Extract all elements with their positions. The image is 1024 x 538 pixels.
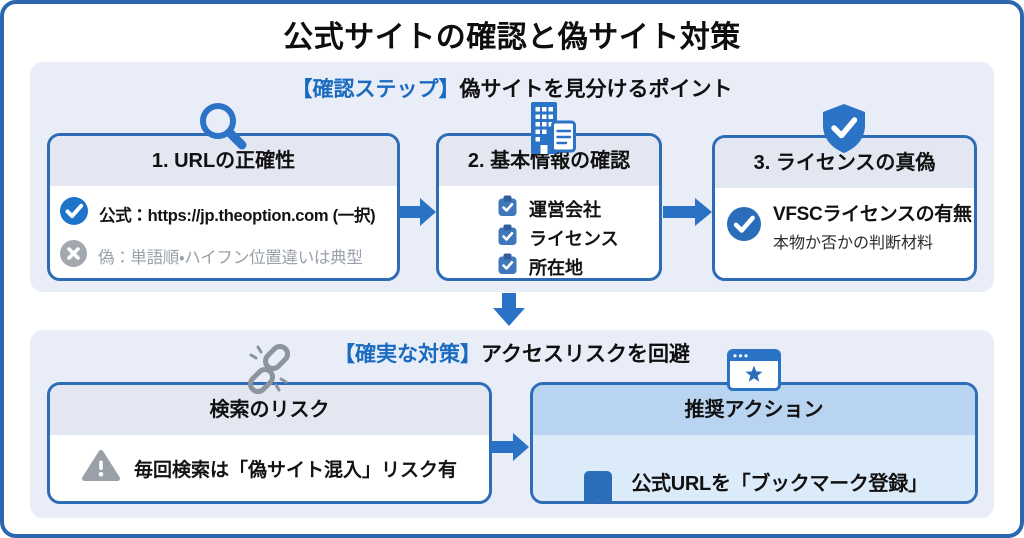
license-card-body: VFSCライセンスの有無 本物か否かの判断材料 bbox=[715, 188, 974, 253]
countermeasure-heading: 【確実な対策】アクセスリスクを回避 bbox=[0, 338, 1024, 368]
clipboard-check-icon bbox=[497, 224, 518, 251]
step-card-url-body: 公式：https://jp.theoption.com (一択) 偽：単語順・ハ… bbox=[50, 196, 397, 273]
action-sub-text: 最も確実な対策 bbox=[631, 498, 927, 502]
check-circle-icon bbox=[59, 196, 89, 231]
heading-text: アクセスリスクを回避 bbox=[481, 343, 690, 366]
risk-card-title: 検索のリスク bbox=[50, 385, 489, 435]
check-item-address: 所在地 bbox=[497, 252, 659, 278]
check-item-license: ライセンス bbox=[497, 223, 659, 252]
official-url-row: 公式：https://jp.theoption.com (一択) bbox=[50, 196, 397, 231]
check-item-label: 所在地 bbox=[529, 257, 583, 278]
info-check-list: 運営会社 ライセンス 所在地 bbox=[439, 186, 659, 278]
step-card-url: 1. URLの正確性 公式：https://jp.theoption.com (… bbox=[47, 133, 400, 281]
heading-tag: 【確認ステップ】 bbox=[291, 78, 460, 101]
shield-check-icon bbox=[818, 102, 870, 154]
big-check-circle-icon bbox=[726, 206, 762, 247]
step-card-info: 2. 基本情報の確認 運営会社 ライセンス 所在地 bbox=[436, 133, 662, 281]
risk-card: 検索のリスク 毎回検索は「偽サイト混入」リスク有 bbox=[47, 382, 492, 504]
verification-steps-heading: 【確認ステップ】偽サイトを見分けるポイント bbox=[0, 73, 1024, 103]
license-sub-text: 本物か否かの判断材料 bbox=[773, 235, 934, 252]
step-card-url-title: 1. URLの正確性 bbox=[50, 136, 397, 186]
arrow-right-icon bbox=[491, 432, 530, 462]
action-card-title: 推奨アクション bbox=[533, 385, 975, 435]
arrow-right-icon bbox=[399, 197, 437, 227]
license-main-text: VFSCライセンスの有無 bbox=[773, 204, 972, 225]
heading-text: 偽サイトを見分けるポイント bbox=[459, 78, 733, 101]
page-title: 公式サイトの確認と偽サイト対策 bbox=[283, 21, 741, 54]
action-main-text: 公式URLを「ブックマーク登録」 bbox=[631, 472, 928, 495]
check-item-label: ライセンス bbox=[529, 228, 619, 249]
arrow-down-icon bbox=[492, 293, 526, 327]
risk-card-body: 毎回検索は「偽サイト混入」リスク有 bbox=[50, 435, 489, 501]
x-circle-icon bbox=[59, 239, 88, 273]
warning-icon bbox=[81, 449, 120, 487]
action-card-body: 公式URLを「ブックマーク登録」 最も確実な対策 bbox=[533, 435, 975, 502]
risk-text: 毎回検索は「偽サイト混入」リスク有 bbox=[133, 459, 457, 481]
check-item-label: 運営会社 bbox=[529, 199, 601, 220]
action-card: 推奨アクション 公式URLを「ブックマーク登録」 最も確実な対策 bbox=[530, 382, 978, 504]
official-url-text: 公式：https://jp.theoption.com (一択) bbox=[99, 206, 376, 225]
browser-star-icon bbox=[727, 349, 781, 392]
step-card-license-title: 3. ライセンスの真偽 bbox=[715, 138, 974, 188]
fake-url-text: 偽：単語順・ハイフン位置違いは典型 bbox=[98, 249, 363, 267]
magnifier-icon bbox=[193, 100, 251, 152]
step-card-license: 3. ライセンスの真偽 VFSCライセンスの有無 本物か否かの判断材料 bbox=[712, 135, 977, 281]
check-item-company: 運営会社 bbox=[497, 194, 659, 223]
broken-link-icon bbox=[241, 342, 297, 398]
building-document-icon bbox=[520, 100, 578, 158]
clipboard-check-icon bbox=[497, 253, 518, 278]
clipboard-check-icon bbox=[497, 195, 518, 222]
fake-url-row: 偽：単語順・ハイフン位置違いは典型 bbox=[50, 239, 397, 273]
heading-tag: 【確実な対策】 bbox=[334, 343, 482, 366]
arrow-right-icon bbox=[663, 197, 713, 227]
bookmark-icon bbox=[580, 468, 616, 501]
